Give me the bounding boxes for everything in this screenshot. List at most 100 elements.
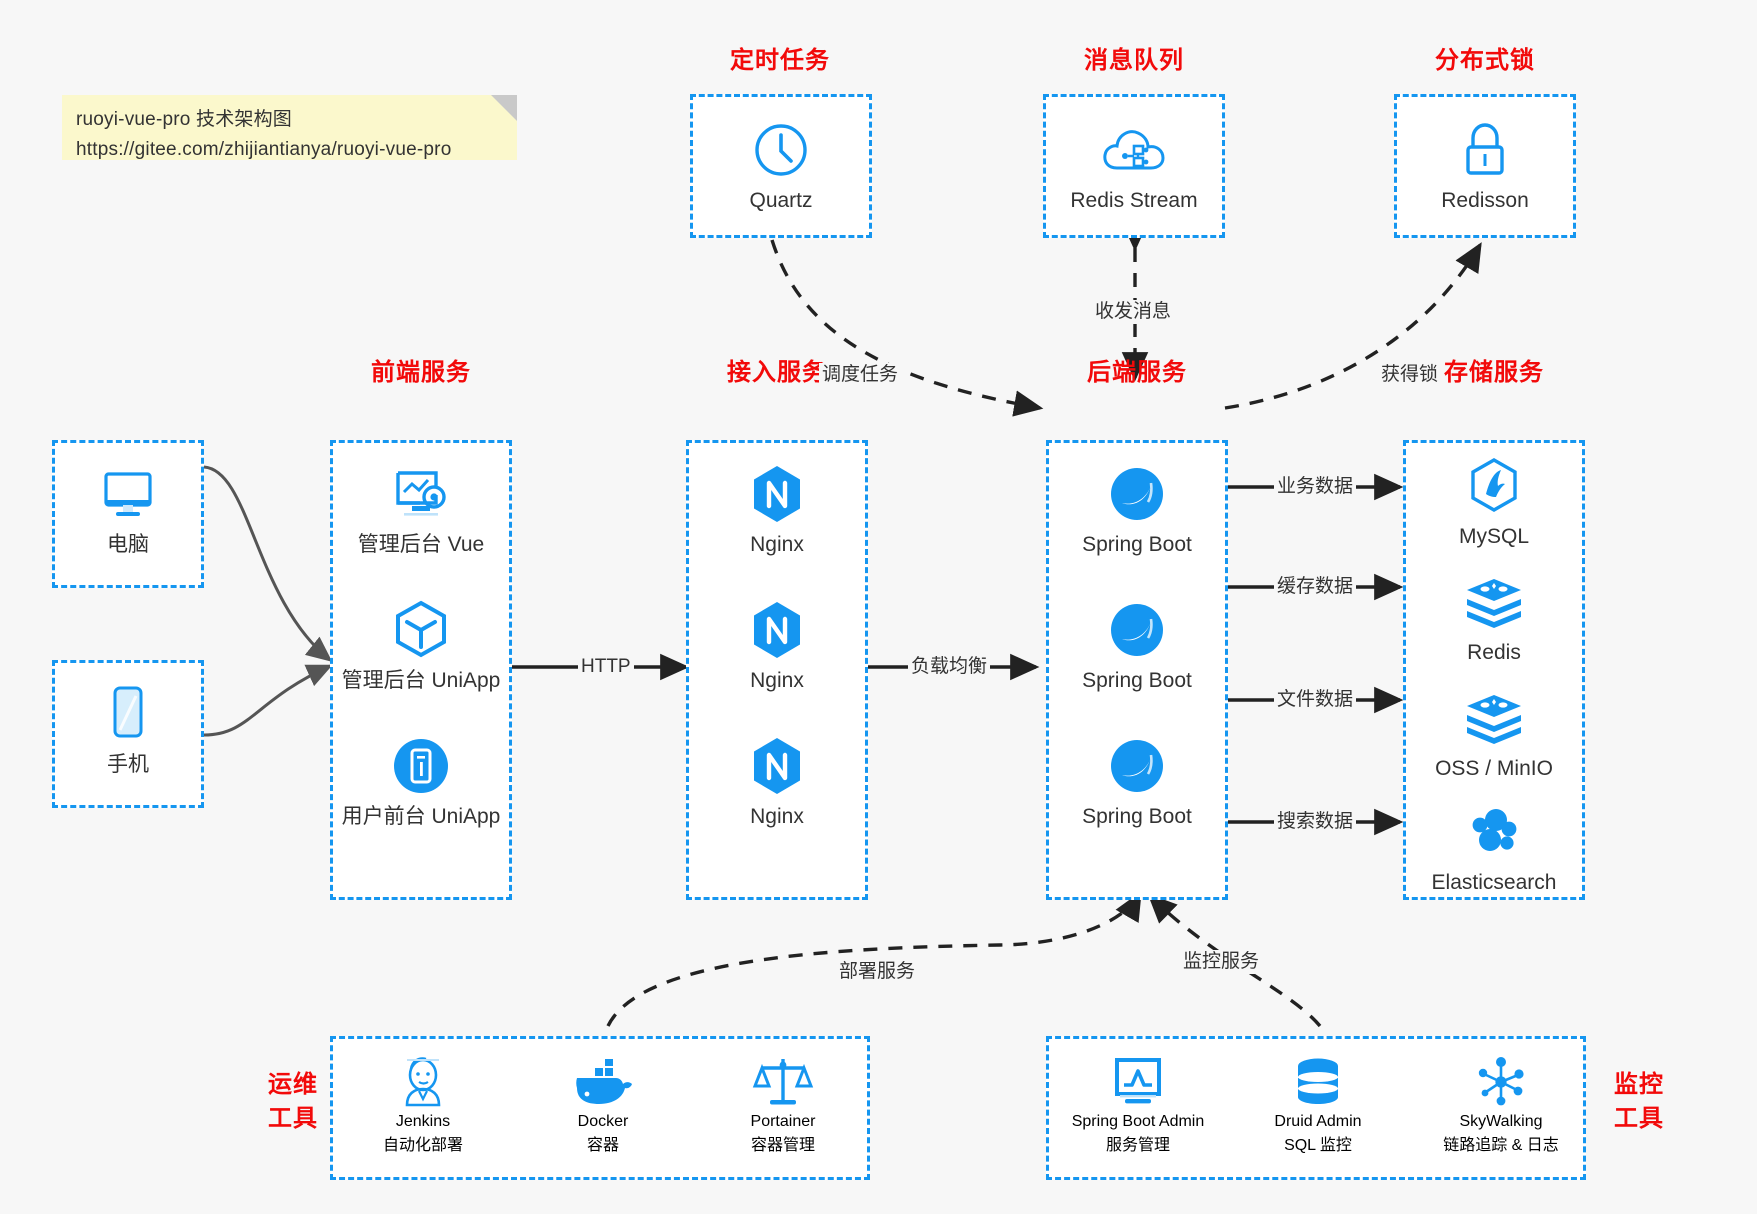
group-title-monitoring: 监控 工具: [1604, 1068, 1674, 1136]
database-icon: [1233, 1051, 1403, 1113]
node-jenkins: Jenkins 自动化部署: [333, 1051, 513, 1155]
elasticsearch-icon: [1406, 801, 1582, 863]
node-nginx-3: Nginx: [689, 735, 865, 831]
edge-label-schedule-task: 调度任务: [819, 363, 902, 387]
diagram-note: ruoyi-vue-pro 技术架构图 https://gitee.com/zh…: [62, 95, 517, 160]
node-label: Redis Stream: [1070, 189, 1198, 212]
node-portainer: Portainer 容器管理: [693, 1051, 873, 1155]
note-line-2: https://gitee.com/zhijiantianya/ruoyi-vu…: [76, 139, 452, 160]
node-label: Redis: [1467, 641, 1521, 664]
group-title-gateway: 接入服务: [727, 359, 827, 386]
nginx-icon: [689, 463, 865, 525]
node-mysql: MySQL: [1406, 455, 1582, 551]
node-skywalking: SkyWalking 链路追踪 & 日志: [1403, 1051, 1599, 1155]
edge-label-monitor-service: 监控服务: [1180, 950, 1263, 974]
node-nginx-2: Nginx: [689, 599, 865, 695]
node-label: Nginx: [750, 669, 804, 692]
node-label: Portainer: [750, 1113, 816, 1130]
group-message-queue: Redis Stream: [1043, 94, 1225, 238]
node-docker: Docker 容器: [513, 1051, 693, 1155]
node-label: 管理后台 Vue: [357, 533, 485, 556]
group-client-mobile: 手机: [52, 660, 204, 808]
node-label: Docker: [577, 1113, 629, 1130]
node-spring-boot-admin: Spring Boot Admin 服务管理: [1043, 1051, 1233, 1155]
group-title-backend: 后端服务: [1087, 359, 1187, 386]
group-title-devops-line1: 运维: [268, 1071, 318, 1098]
node-sublabel: 容器管理: [750, 1137, 815, 1154]
node-label: SkyWalking: [1459, 1113, 1543, 1130]
edge-label-search-data: 搜索数据: [1274, 810, 1357, 834]
node-sublabel: 自动化部署: [382, 1137, 463, 1154]
node-label: 手机: [107, 753, 149, 776]
node-label: 管理后台 UniApp: [341, 669, 501, 692]
node-spring-boot-1: Spring Boot: [1049, 463, 1225, 559]
node-nginx-1: Nginx: [689, 463, 865, 559]
node-mobile: 手机: [55, 683, 201, 779]
group-storage: MySQL Redis: [1403, 440, 1585, 900]
group-title-distributed-lock: 分布式锁: [1435, 47, 1535, 74]
node-sublabel: 链路追踪 & 日志: [1443, 1137, 1559, 1154]
edge-label-deploy-service: 部署服务: [836, 960, 919, 984]
note-line-1: ruoyi-vue-pro 技术架构图: [76, 109, 293, 130]
cube-icon: [333, 599, 509, 661]
group-title-frontend: 前端服务: [371, 359, 471, 386]
edge-label-load-balance: 负载均衡: [908, 655, 991, 679]
edge-label-file-data: 文件数据: [1274, 688, 1357, 712]
clock-icon: [693, 119, 869, 181]
group-devops: Jenkins 自动化部署 Docker 容器: [330, 1036, 870, 1180]
oss-minio-icon: [1406, 687, 1582, 749]
node-label: 电脑: [107, 533, 149, 556]
node-spring-boot-3: Spring Boot: [1049, 735, 1225, 831]
spring-boot-icon: [1049, 735, 1225, 797]
group-title-storage: 存储服务: [1444, 359, 1544, 386]
node-label: Elasticsearch: [1431, 871, 1557, 894]
node-sublabel: 服务管理: [1105, 1137, 1170, 1154]
note-fold-corner: [491, 95, 517, 121]
node-quartz: Quartz: [693, 119, 869, 215]
group-scheduler: Quartz: [690, 94, 872, 238]
skywalking-icon: [1403, 1051, 1599, 1113]
node-spring-boot-2: Spring Boot: [1049, 599, 1225, 695]
node-label: Quartz: [749, 189, 813, 212]
node-label: Redisson: [1441, 189, 1529, 212]
node-druid-admin: Druid Admin SQL 监控: [1233, 1051, 1403, 1155]
group-monitoring: Spring Boot Admin 服务管理 Druid Admin SQL 监…: [1046, 1036, 1586, 1180]
monitor-chart-icon: [1043, 1051, 1233, 1113]
edge-mobile-to-frontend: [203, 664, 333, 737]
node-label: Nginx: [750, 533, 804, 556]
mysql-icon: [1406, 455, 1582, 517]
node-admin-vue: 管理后台 Vue: [333, 463, 509, 559]
edge-label-business-data: 业务数据: [1274, 475, 1357, 499]
dashboard-gear-icon: [333, 463, 509, 525]
edge-label-acquire-lock: 获得锁: [1378, 363, 1442, 387]
edge-label-http: HTTP: [578, 655, 634, 679]
node-elasticsearch: Elasticsearch: [1406, 801, 1582, 897]
nginx-icon: [689, 599, 865, 661]
node-label: Jenkins: [395, 1113, 451, 1130]
node-user-uniapp: 用户前台 UniApp: [333, 735, 509, 831]
group-backend: Spring Boot Spring Boot Spring Boot: [1046, 440, 1228, 900]
group-title-devops-line2: 工具: [268, 1105, 318, 1132]
node-label: Spring Boot: [1082, 669, 1192, 692]
monitor-icon: [55, 463, 201, 525]
group-title-message-queue: 消息队列: [1084, 47, 1184, 74]
mobile-app-icon: [333, 735, 509, 797]
node-redis-stream: Redis Stream: [1046, 119, 1222, 215]
lock-icon: [1397, 119, 1573, 181]
group-title-monitoring-line1: 监控: [1614, 1071, 1664, 1098]
redis-icon: [1406, 571, 1582, 633]
spring-boot-icon: [1049, 599, 1225, 661]
node-label: Druid Admin: [1274, 1113, 1362, 1130]
node-label: MySQL: [1458, 525, 1529, 548]
node-label: 用户前台 UniApp: [341, 805, 501, 828]
edge-label-cache-data: 缓存数据: [1274, 575, 1357, 599]
node-redis: Redis: [1406, 571, 1582, 667]
docker-icon: [513, 1051, 693, 1113]
node-oss-minio: OSS / MinIO: [1406, 687, 1582, 783]
node-sublabel: SQL 监控: [1284, 1137, 1352, 1154]
node-label: Spring Boot: [1082, 533, 1192, 556]
portainer-icon: [693, 1051, 873, 1113]
spring-boot-icon: [1049, 463, 1225, 525]
cloud-stream-icon: [1046, 119, 1222, 181]
